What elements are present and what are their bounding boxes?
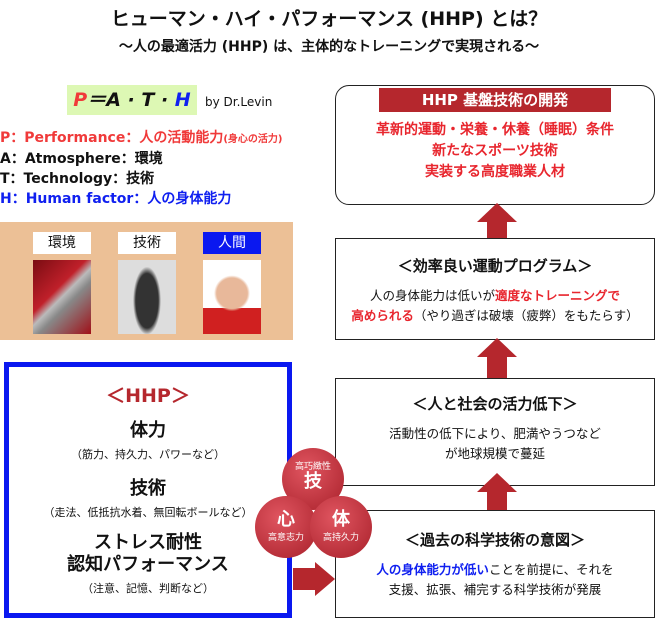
past-science-box: ＜過去の科学技術の意図＞ 人の身体能力が低いことを前提に、それを支援、拡張、補完… [335, 510, 655, 618]
exercise-text: 人の身体能力は低いが [369, 288, 495, 303]
legend-p-note: (身心の活力) [223, 134, 283, 145]
circle-small: 高持久力 [322, 533, 359, 543]
development-line: 革新的運動・栄養・休養（睡眠）条件 [376, 122, 614, 138]
past-text: 支援、拡張、補完する科学技術が発展 [388, 582, 602, 597]
right-arrow-shaft [293, 568, 315, 590]
circle-small: 高意志力 [267, 533, 304, 543]
circle-big: 体 [332, 509, 350, 530]
development-header: HHP 基盤技術の開発 [379, 88, 611, 112]
circle-small: 高巧緻性 [294, 462, 331, 472]
person-photo [203, 260, 261, 334]
label-human: 人間 [203, 232, 261, 254]
hhp-item-desc: （筋力、持久力、パワーなど） [71, 448, 225, 461]
formula-middle: ＝A · T · [87, 89, 175, 111]
decline-line: が地球規模で蔓延 [444, 446, 545, 461]
up-arrow-shaft [487, 356, 507, 378]
hhp-heading: ＜HHP＞ [106, 385, 190, 407]
up-arrow-icon [477, 203, 517, 222]
up-arrow-shaft [487, 492, 507, 510]
right-arrow-icon [315, 562, 335, 596]
legend-p-text: P：Performance：人の活動能力 [0, 130, 224, 146]
hhp-box: ＜HHP＞ 体力 （筋力、持久力、パワーなど） 技術 （走法、低抵抗水着、無回転… [4, 362, 292, 618]
hhp-item-desc: （注意、記憶、判断など） [82, 582, 214, 595]
circle-big: 心 [277, 509, 295, 530]
label-technology: 技術 [118, 232, 176, 254]
hhp-development-box: HHP 基盤技術の開発 革新的運動・栄養・休養（睡眠）条件 新たなスポーツ技術 … [335, 85, 655, 205]
past-title: ＜過去の科学技術の意図＞ [404, 531, 585, 549]
formula-p: P [73, 89, 88, 111]
development-line: 実装する高度職業人材 [425, 164, 565, 180]
page-subtitle: ～人の最適活力 (HHP) は、主体的なトレーニングで実現される～ [118, 39, 540, 55]
development-line: 新たなスポーツ技術 [432, 143, 558, 159]
body-circle: 体高持久力 [310, 496, 372, 558]
exercise-highlight: 高められる [351, 308, 414, 323]
formula-h: H [174, 89, 191, 111]
past-text: ことを前提に、それを [488, 562, 614, 577]
past-highlight: 人の身体能力が低い [376, 562, 489, 577]
exercise-text: （やり過ぎは破壊（疲弊）をもたらす） [413, 308, 639, 323]
page-title: ヒューマン・ハイ・パフォーマンス (HHP) とは？ [110, 8, 548, 30]
decline-line: 活動性の低下により、肥満やうつなど [389, 426, 601, 441]
hhp-item-title: 体力 [130, 420, 166, 441]
up-arrow-shaft [487, 222, 507, 238]
up-arrow-icon [477, 473, 517, 492]
exercise-highlight: 適度なトレーニングで [495, 288, 621, 303]
label-environment: 環境 [33, 232, 91, 254]
swimsuit-image [118, 260, 176, 334]
circle-big: 技 [304, 471, 322, 492]
hhp-item-desc: （走法、低抵抗水着、無回転ボールなど） [43, 506, 253, 519]
decline-title: ＜人と社会の活力低下＞ [412, 395, 578, 413]
hhp-item-title2: 認知パフォーマンス [67, 554, 229, 575]
legend-t: T：Technology：技術 [0, 171, 155, 187]
thermometer-image [33, 260, 91, 334]
exercise-program-box: ＜効率良い運動プログラム＞ 人の身体能力は低いが適度なトレーニングで高められる（… [335, 238, 655, 340]
up-arrow-icon [477, 338, 517, 357]
hhp-item-title: ストレス耐性 [94, 532, 202, 553]
legend-p: P：Performance：人の活動能力(身心の活力) [0, 127, 282, 147]
vitality-decline-box: ＜人と社会の活力低下＞ 活動性の低下により、肥満やうつなど が地球規模で蔓延 [335, 378, 655, 486]
path-formula: P＝A · T · H [67, 85, 197, 115]
hhp-item-title: 技術 [130, 478, 166, 499]
legend-h: H：Human factor：人の身体能力 [0, 191, 232, 207]
legend-a: A：Atmosphere：環境 [0, 151, 163, 167]
mind-circle: 心高意志力 [255, 496, 317, 558]
formula-author: by Dr.Levin [205, 95, 273, 109]
exercise-title: ＜効率良い運動プログラム＞ [397, 257, 593, 275]
